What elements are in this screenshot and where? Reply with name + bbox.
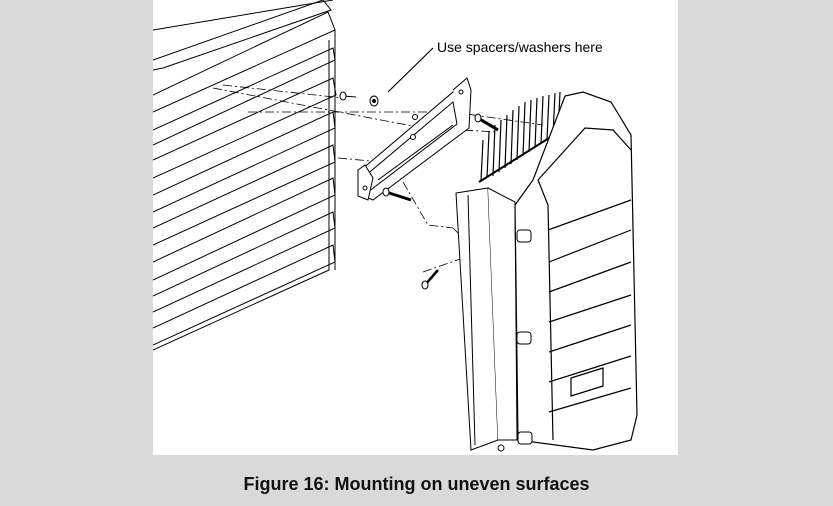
callout-leader-line bbox=[387, 47, 434, 93]
mounting-illustration: Use spacers/washers here bbox=[153, 0, 638, 452]
figure-panel: Use spacers/washers here bbox=[153, 0, 678, 455]
figure-caption: Figure 16: Mounting on uneven surfaces bbox=[243, 474, 590, 494]
inverter-mounting-tabs bbox=[497, 229, 533, 452]
inverter-side-panel bbox=[455, 187, 518, 451]
mounting-bracket bbox=[357, 77, 472, 201]
left-screw bbox=[339, 91, 379, 107]
inverter-body bbox=[514, 91, 638, 451]
uneven-wall bbox=[153, 0, 337, 351]
callout-label: Use spacers/washers here bbox=[437, 39, 603, 55]
